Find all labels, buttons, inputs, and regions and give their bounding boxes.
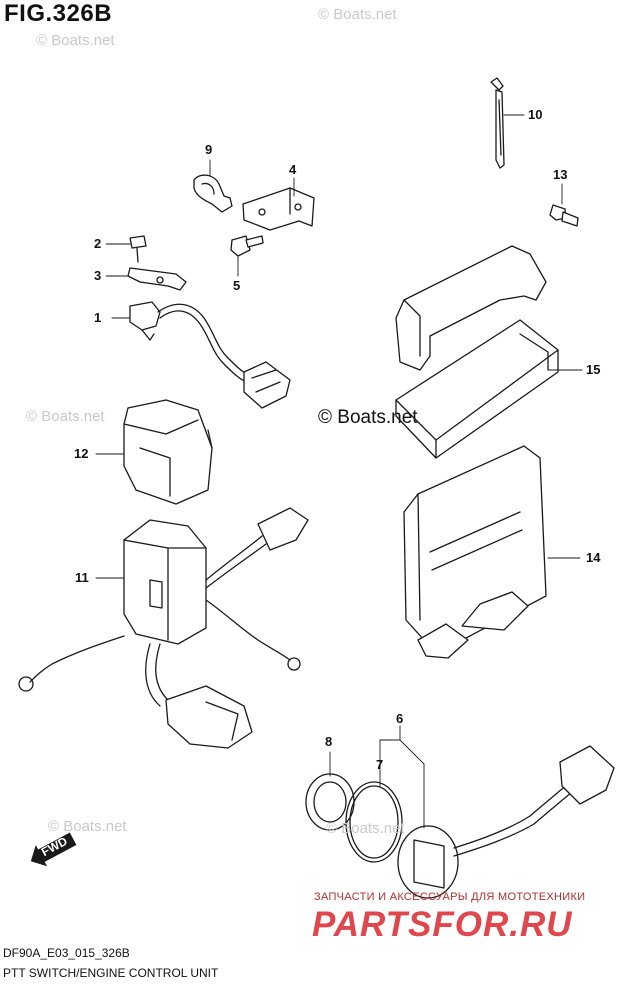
ptt-switch-part-1 bbox=[129, 301, 291, 409]
callout-8[interactable]: 8 bbox=[325, 734, 333, 749]
bracket-part-4 bbox=[242, 187, 315, 231]
cable-tie-part bbox=[490, 77, 505, 169]
leader-lines bbox=[95, 114, 583, 829]
watermark-center: © Boats.net bbox=[318, 407, 418, 428]
callout-9[interactable]: 9 bbox=[205, 142, 213, 157]
promo-logo: PARTSFOR.RU bbox=[312, 905, 573, 944]
boot-part-12 bbox=[123, 399, 213, 505]
relay-harness-part-11 bbox=[18, 507, 309, 749]
callout-11[interactable]: 11 bbox=[75, 570, 89, 585]
ecu-part-14 bbox=[403, 445, 547, 659]
callout-5[interactable]: 5 bbox=[233, 278, 241, 293]
figure-subtitle: PTT SWITCH/ENGINE CONTROL UNIT bbox=[3, 966, 219, 980]
figure-code: DF90A_E03_015_326B bbox=[3, 946, 130, 960]
callout-15[interactable]: 15 bbox=[586, 362, 601, 377]
figure-title: FIG.326B bbox=[4, 0, 113, 27]
o-ring-part-7 bbox=[345, 781, 403, 863]
watermark-top-left: © Boats.net bbox=[36, 32, 115, 49]
clip-part-9 bbox=[193, 174, 233, 213]
screw-part-2 bbox=[129, 235, 147, 263]
callout-3[interactable]: 3 bbox=[94, 268, 102, 283]
plate-part-3 bbox=[127, 267, 187, 291]
fwd-arrow-icon: FWD bbox=[25, 828, 79, 872]
callout-12[interactable]: 12 bbox=[74, 446, 89, 461]
bolt-part-13 bbox=[549, 204, 579, 227]
callout-13[interactable]: 13 bbox=[553, 167, 568, 182]
watermark-bottom-center: © Boats.net bbox=[326, 820, 405, 837]
callout-4[interactable]: 4 bbox=[289, 162, 297, 177]
watermark-left: © Boats.net bbox=[26, 408, 105, 425]
watermark-bottom-left: © Boats.net bbox=[48, 818, 127, 835]
screw-part-5 bbox=[230, 235, 264, 257]
callout-1[interactable]: 1 bbox=[94, 310, 102, 325]
watermark-top-right: © Boats.net bbox=[318, 6, 397, 23]
callout-7[interactable]: 7 bbox=[376, 757, 384, 772]
callout-14[interactable]: 14 bbox=[586, 550, 601, 565]
cover-part-15 bbox=[395, 245, 559, 459]
callout-10[interactable]: 10 bbox=[528, 107, 543, 122]
callout-6[interactable]: 6 bbox=[396, 711, 404, 726]
callout-2[interactable]: 2 bbox=[94, 236, 102, 251]
promo-tagline: ЗАПЧАСТИ И АКСЕССУАРЫ ДЛЯ МОТОТЕХНИКИ bbox=[314, 891, 586, 903]
switch-harness-part-6 bbox=[397, 745, 615, 899]
